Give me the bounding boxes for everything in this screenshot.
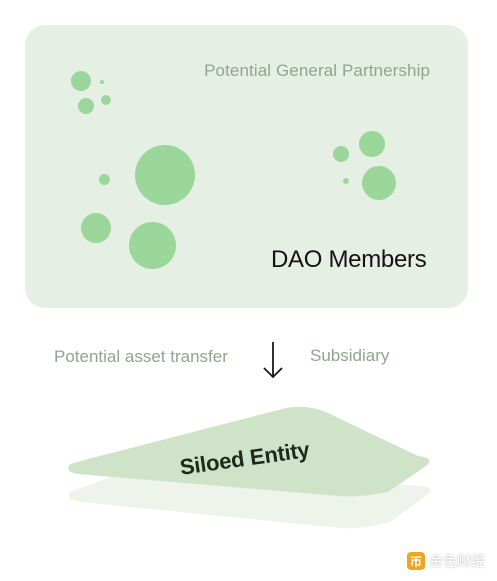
member-dot [343, 178, 349, 184]
down-arrow-icon [263, 342, 283, 379]
subsidiary-label: Subsidiary [310, 346, 390, 365]
siloed-entity-plane [68, 406, 431, 529]
member-dot [135, 145, 195, 205]
watermark-text: 金色财经 [429, 553, 485, 569]
asset-transfer-label: Potential asset transfer [54, 347, 228, 366]
dao-members-label: DAO Members [271, 246, 427, 273]
member-dot [81, 213, 111, 243]
member-dot [71, 71, 91, 91]
member-dot [362, 166, 396, 200]
member-dot [359, 131, 385, 157]
member-dot [78, 98, 94, 114]
member-dot [99, 174, 110, 185]
member-dot [129, 222, 176, 269]
watermark: 币 金色财经 [407, 551, 485, 571]
member-dot [101, 95, 111, 105]
member-dot [333, 146, 349, 162]
watermark-logo-icon: 币 [407, 552, 425, 570]
member-dot [100, 80, 104, 84]
general-partnership-panel: Potential General Partnership DAO Member… [25, 25, 468, 308]
general-partnership-label: Potential General Partnership [204, 61, 430, 80]
